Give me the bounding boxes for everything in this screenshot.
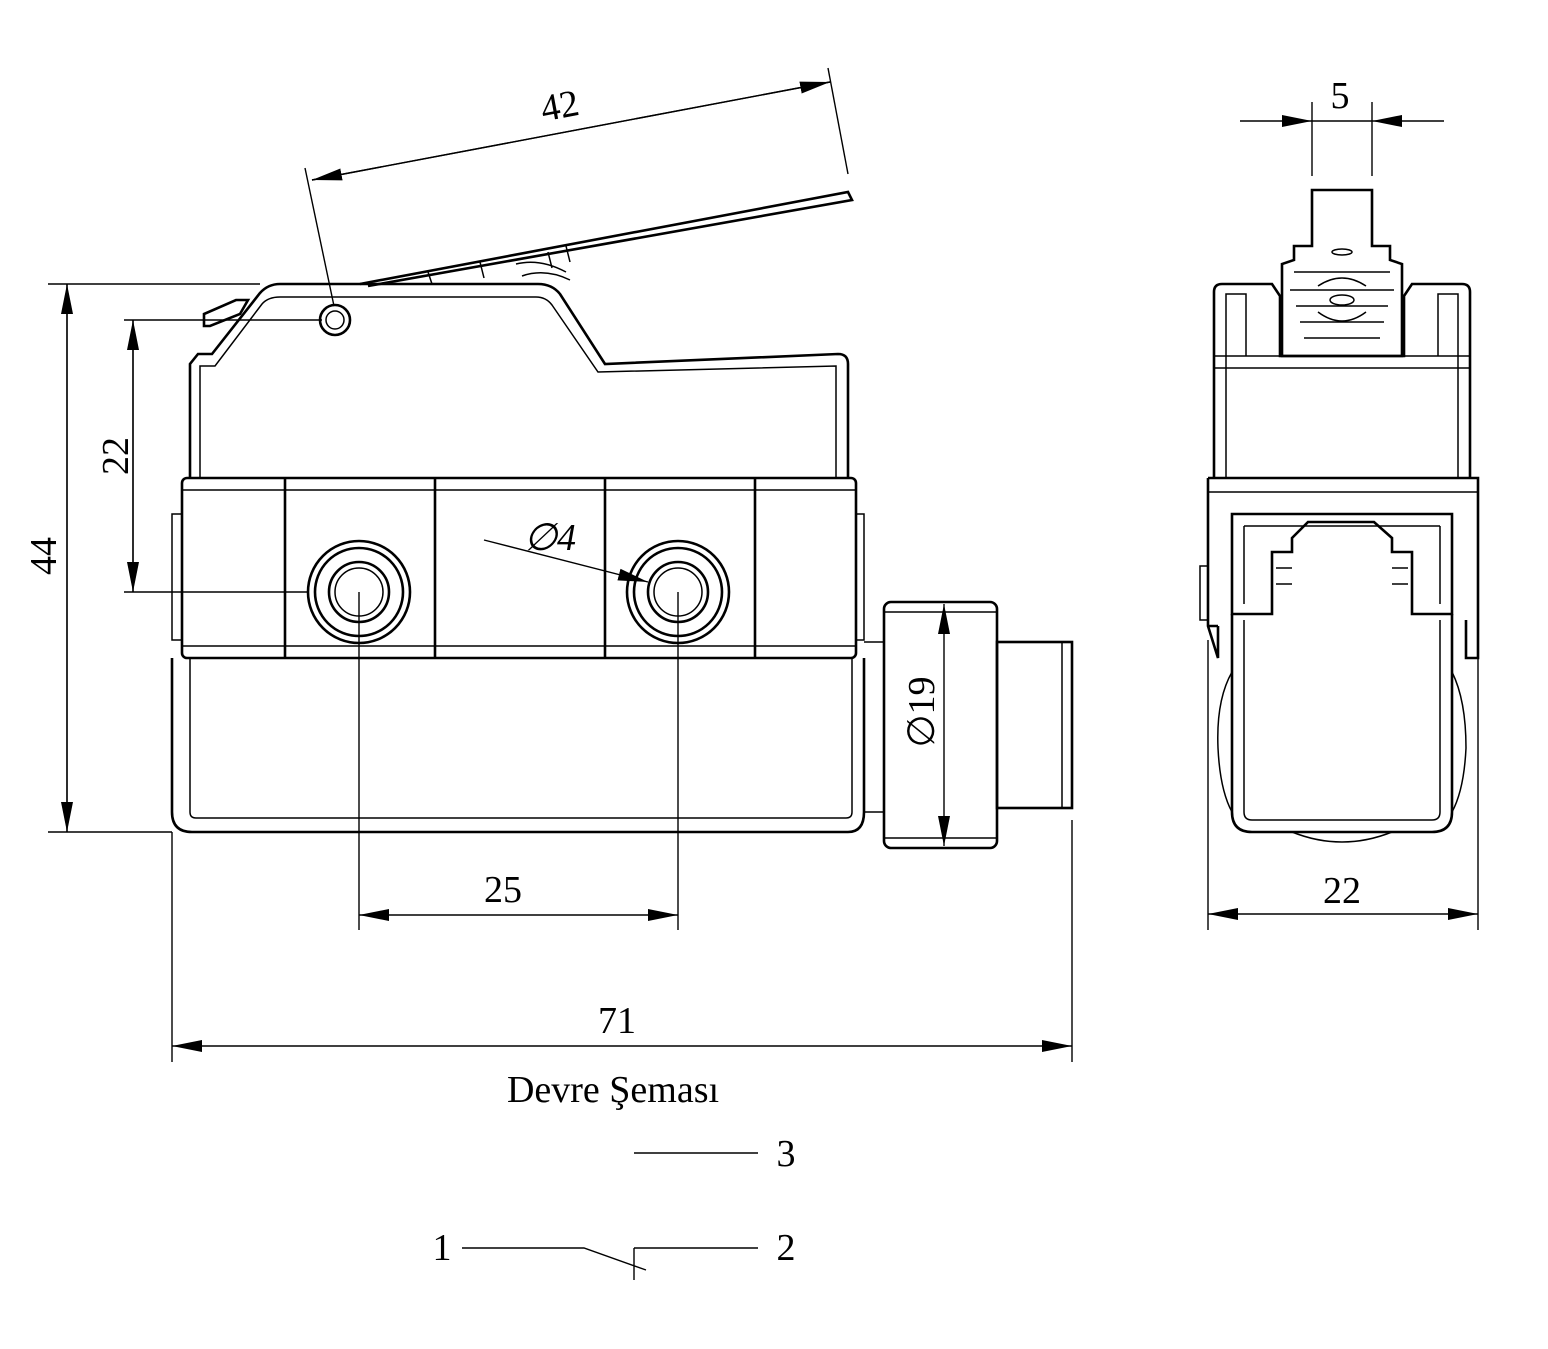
terminal-3-label: 3 — [777, 1133, 796, 1175]
dimension-side-width: 22 — [1207, 640, 1479, 930]
circuit-diagram: Devre Şeması 3 1 2 — [433, 1069, 796, 1280]
dimension-25-label: 25 — [484, 869, 522, 911]
lever-bracket — [202, 298, 251, 328]
dimension-side-22-label: 22 — [1323, 870, 1361, 912]
terminal-2-label: 2 — [777, 1227, 796, 1269]
actuator-plunger — [1280, 188, 1404, 358]
front-view — [170, 190, 1074, 850]
dimension-71-label: 71 — [598, 1000, 636, 1042]
mounting-band — [180, 476, 858, 660]
dimension-42-label: 42 — [537, 82, 582, 130]
roller-axle — [864, 641, 884, 813]
lower-body — [170, 658, 866, 834]
dimension-hole-diameter: ∅4 — [483, 517, 649, 583]
dimension-22-label: 22 — [95, 437, 137, 475]
dimension-hole-spacing: 25 — [358, 592, 679, 930]
side-mounting-band — [1206, 476, 1480, 660]
side-housing-top — [1212, 282, 1472, 478]
top-housing-inner — [199, 296, 837, 478]
lever-arm — [359, 190, 854, 288]
roller-shaft — [995, 640, 1074, 810]
side-roller — [1217, 671, 1467, 843]
dimension-44-label: 44 — [23, 537, 65, 575]
dimension-total-height: 44 — [23, 283, 260, 833]
side-slot — [1230, 512, 1454, 616]
side-view — [1199, 188, 1480, 843]
circuit-title: Devre Şeması — [507, 1069, 719, 1111]
dimension-roller-diameter: ∅19 — [901, 604, 950, 846]
dimension-hole-diameter-label: ∅4 — [524, 517, 576, 559]
side-lower-body — [1230, 614, 1454, 834]
contact-1-2-switch — [462, 1247, 758, 1280]
pivot-pin — [318, 303, 352, 337]
dimension-total-length: 71 — [171, 820, 1073, 1062]
dimension-5-label: 5 — [1331, 75, 1350, 117]
top-housing-outline — [188, 282, 850, 478]
terminal-1-label: 1 — [433, 1227, 452, 1269]
dimension-actuator-width: 5 — [1240, 75, 1444, 176]
dimension-mount-height: 22 — [95, 319, 322, 593]
dimension-roller-diameter-label: ∅19 — [901, 676, 943, 747]
dimension-lever-length: 42 — [304, 67, 849, 307]
lever-spring — [427, 245, 571, 285]
